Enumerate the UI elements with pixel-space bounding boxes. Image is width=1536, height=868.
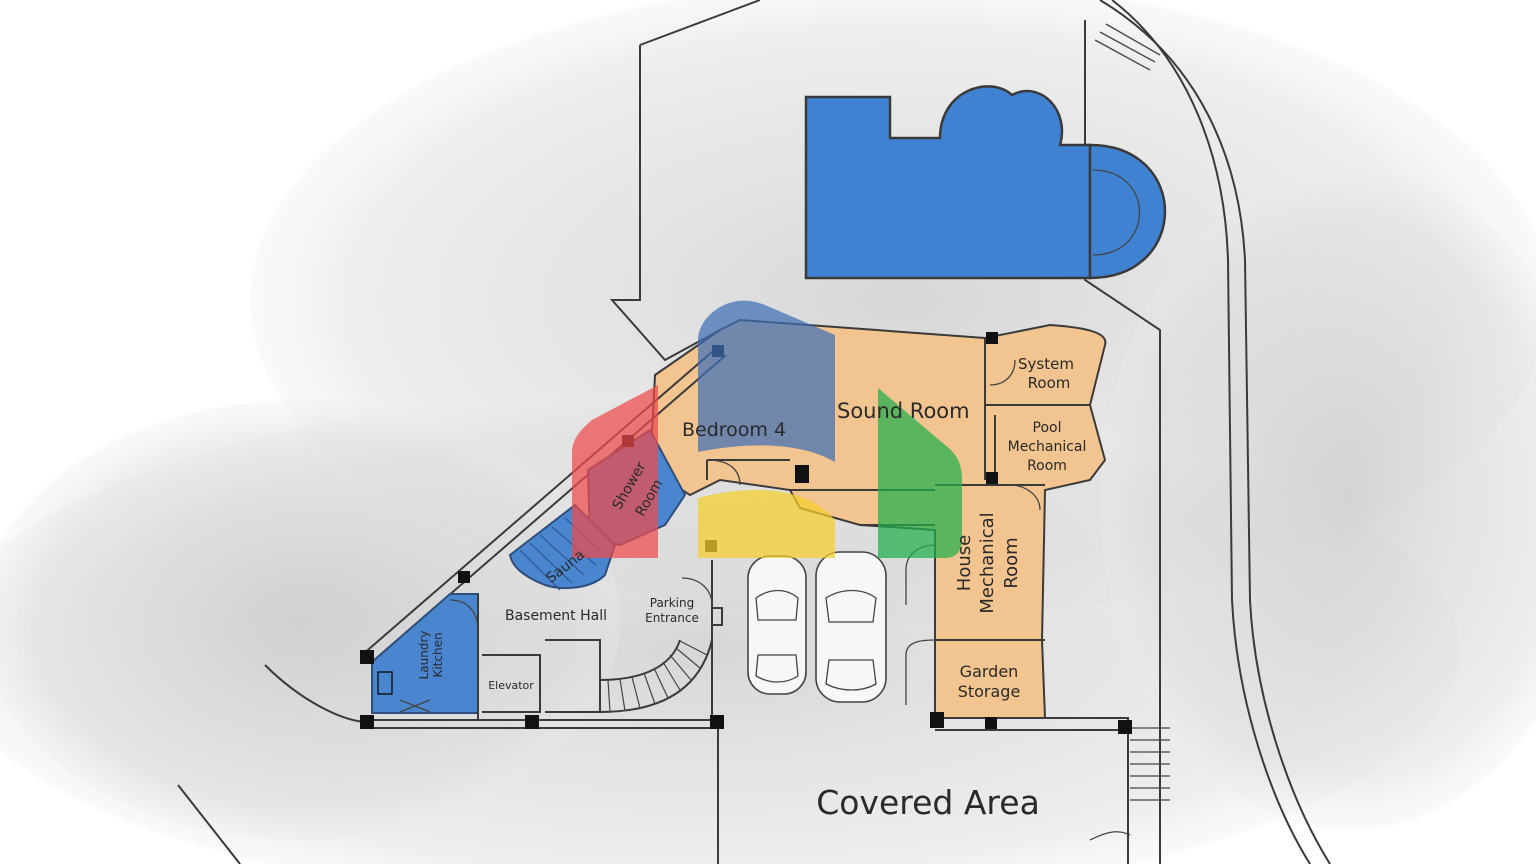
label-basement-hall: Basement Hall [505,608,607,624]
label-pool-mech-line2: Mechanical [1008,439,1087,455]
brand-logo [572,300,962,558]
label-garden-line2: Storage [958,682,1021,701]
label-garden-line1: Garden [960,662,1019,681]
spiral-staircase [599,639,713,713]
label-elevator: Elevator [488,679,534,692]
label-house-mech-line1: House [954,535,975,591]
label-laundry-line2: Kitchen [431,632,445,677]
parked-car-right [815,551,887,703]
label-sound-room: Sound Room [837,399,970,423]
label-house-mech-line3: Room [1001,537,1022,588]
parked-car-left [747,555,807,695]
structural-posts [360,332,1132,734]
label-bedroom-4: Bedroom 4 [682,419,786,441]
label-pool-mech-line3: Room [1027,458,1067,474]
logo-red-shape [572,385,658,558]
label-house-mech-line2: Mechanical [977,512,998,613]
room-labels: Bedroom 4 Sound Room System Room Pool Me… [417,355,1086,822]
label-laundry-line1: Laundry [417,631,431,680]
swimming-pool [804,85,1167,280]
label-parking-line1: Parking [650,596,695,610]
logo-blue-shape [698,300,835,462]
label-parking-line2: Entrance [645,611,699,625]
label-covered-area: Covered Area [816,783,1040,822]
logo-green-shape [878,388,962,558]
site-boundary [177,0,1331,865]
label-system-room-line2: Room [1028,374,1071,392]
east-staircase [1130,727,1170,801]
label-system-room-line1: System [1018,355,1074,373]
basement-walls [365,560,1129,731]
label-pool-mech-line1: Pool [1033,420,1062,436]
logo-yellow-shape [698,489,835,558]
